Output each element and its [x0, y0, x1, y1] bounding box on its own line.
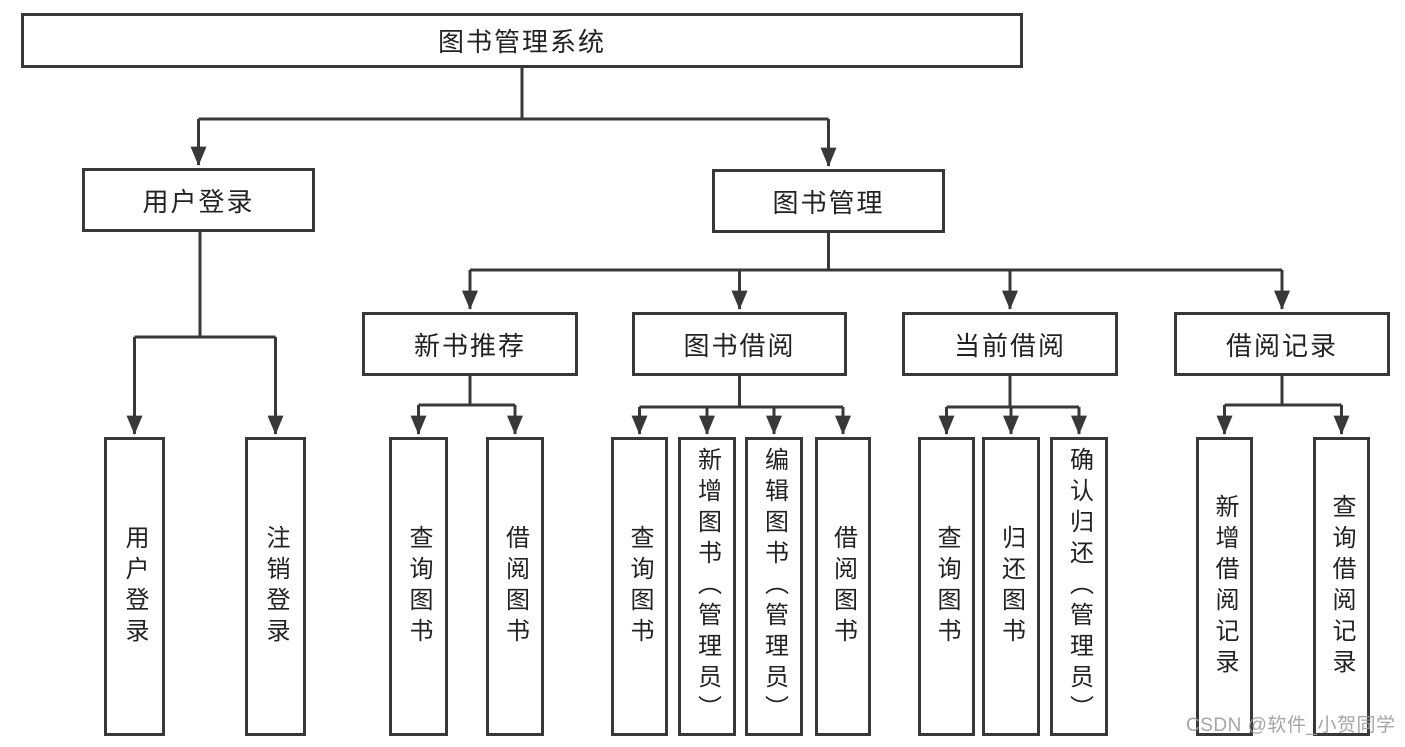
connector-new-book-rec-to-leaves	[410, 376, 523, 435]
node-user-login: 用户登录	[82, 168, 315, 232]
node-book-borrow: 图书借阅	[632, 312, 847, 376]
connector-root-to-level1	[190, 66, 837, 167]
leaf-return-book: 归还图书	[982, 437, 1040, 736]
leaf-query-book-rec: 查询图书	[389, 437, 448, 736]
connector-current-borrow-to-leaves	[938, 376, 1087, 435]
leaf-user-login: 用户登录	[104, 437, 165, 736]
node-current-borrow: 当前借阅	[902, 312, 1118, 376]
leaf-edit-book-admin: 编辑图书（管理员）	[745, 437, 803, 736]
connector-user-login-to-leaves	[126, 232, 284, 435]
leaf-query-book-current: 查询图书	[918, 437, 975, 736]
leaf-borrow-book-rec: 借阅图书	[486, 437, 544, 736]
node-borrow-record: 借阅记录	[1174, 312, 1390, 376]
csdn-watermark: CSDN @软件_小贺同学	[1186, 715, 1396, 736]
leaf-add-book-admin: 新增图书（管理员）	[678, 437, 736, 736]
leaf-add-borrow-record: 新增借阅记录	[1196, 437, 1253, 736]
leaf-borrow-book: 借阅图书	[815, 437, 871, 736]
leaf-query-book-borrow: 查询图书	[611, 437, 668, 736]
node-new-book-rec: 新书推荐	[362, 312, 578, 376]
node-book-mgmt: 图书管理	[712, 169, 945, 233]
node-root-library-system: 图书管理系统	[21, 13, 1023, 68]
connector-book-mgmt-to-level2	[462, 233, 1290, 310]
leaf-confirm-return-admin: 确认归还（管理员）	[1050, 437, 1108, 736]
leaf-logout: 注销登录	[245, 437, 306, 736]
leaf-query-borrow-record: 查询借阅记录	[1313, 437, 1370, 736]
connector-borrow-record-to-leaves	[1216, 376, 1350, 435]
connector-book-borrow-to-leaves	[631, 376, 851, 435]
